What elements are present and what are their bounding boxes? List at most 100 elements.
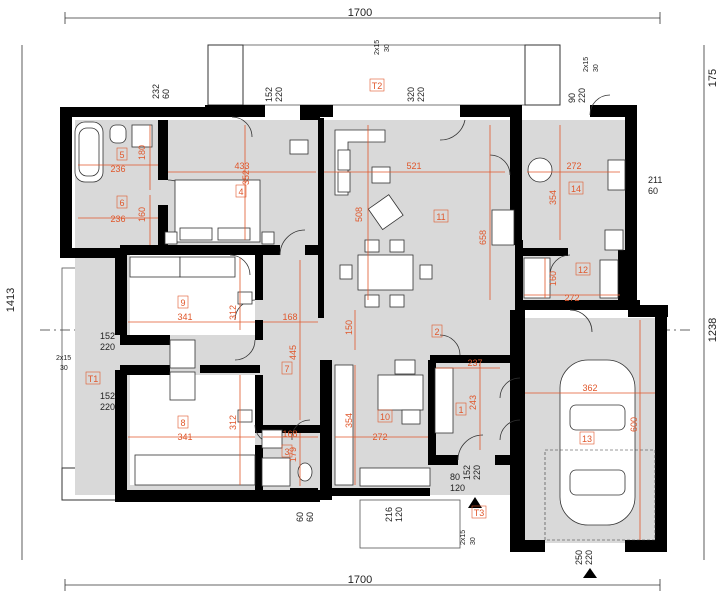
room-11-width: 521 — [406, 161, 421, 171]
room-2-dim: 150 — [344, 320, 354, 335]
room-12-height: 160 — [548, 271, 558, 286]
entry-door-h: 220 — [472, 465, 482, 480]
room-12-width: 272 — [564, 293, 579, 303]
room-7-label: 7 — [284, 364, 289, 374]
terrace-t3-label: T3 — [474, 508, 485, 518]
terrace-t3 — [359, 499, 461, 549]
room-7-width: 168 — [282, 312, 297, 322]
terrace-t1-label: T1 — [88, 374, 99, 384]
window-right-side-h: 60 — [648, 186, 658, 196]
room-10-width: 272 — [372, 432, 387, 442]
room-numbers: 4 11 14 5 6 9 8 7 3 10 2 1 12 13 T1 T2 T… — [85, 78, 595, 519]
shower-icon — [261, 457, 291, 487]
toilet-small-icon — [297, 462, 313, 482]
terrace-left-h: 30 — [60, 365, 68, 372]
room-1-height: 243 — [468, 395, 478, 410]
terrace-bottom-w: 2x15 — [460, 530, 467, 545]
garage-door-h: 220 — [584, 550, 594, 565]
window-top-right-h: 220 — [577, 88, 587, 103]
room-11-height-2: 658 — [478, 230, 488, 245]
room-3-height: 179 — [288, 447, 298, 462]
fireplace-icon — [491, 209, 515, 246]
terrace-t2-left-pillar — [207, 44, 244, 106]
room-6-label: 6 — [119, 198, 124, 208]
room-11-height: 508 — [354, 207, 364, 222]
room-5-width: 236 — [110, 164, 125, 174]
room-9-label: 9 — [180, 298, 185, 308]
room-8-height: 312 — [228, 415, 238, 430]
toilet-icon — [109, 124, 127, 144]
room-3-width: 168 — [282, 429, 297, 439]
room-4-label: 4 — [238, 187, 243, 197]
closet-icon — [434, 367, 454, 434]
sink-icon — [261, 429, 283, 449]
dining-table-icon — [357, 254, 414, 291]
window-left-top-w: 152 — [100, 331, 115, 341]
washing-machine-icon — [527, 157, 553, 183]
entry-arrow-icon — [468, 497, 482, 508]
boiler-icon — [607, 159, 626, 191]
window-top-left-w: 232 — [151, 84, 161, 99]
room-13-height: 600 — [629, 417, 639, 432]
right-height-upper-label: 175 — [707, 69, 719, 87]
terrace-t2 — [207, 44, 561, 106]
top-overall-dimension: 1700 — [64, 7, 661, 24]
window-left-top-h: 220 — [100, 342, 115, 352]
room-8-width: 341 — [177, 432, 192, 442]
room-13-width: 362 — [582, 383, 597, 393]
room-1-label: 1 — [458, 405, 463, 415]
right-height-lower-label: 1238 — [707, 318, 719, 342]
window-right-side-w: 211 — [648, 175, 662, 185]
terrace-right-w: 2x15 — [583, 57, 590, 72]
room-dimension-lines — [78, 125, 655, 540]
room-5-height: 180 — [137, 145, 147, 160]
room-8-label: 8 — [180, 418, 185, 428]
left-overall-dimension: 1413 — [5, 45, 23, 560]
left-height-label: 1413 — [5, 288, 17, 312]
car-icon — [559, 359, 636, 526]
window-left-bot-h: 220 — [100, 402, 115, 412]
room-12-label: 12 — [578, 265, 588, 275]
terrace-top-w: 2x15 — [374, 40, 381, 55]
room-14-label: 14 — [571, 184, 581, 194]
room-dimensions: 433 352 521 508 658 272 354 236 180 236 … — [110, 145, 639, 462]
room-9-width: 341 — [177, 312, 192, 322]
window-annotations: 232 60 152 220 2x15 30 320 220 2x15 30 9… — [56, 40, 662, 565]
entry-door-w: 152 — [462, 465, 472, 480]
terrace-right-h: 30 — [593, 64, 600, 72]
terrace-t2-right-pillar — [524, 44, 561, 106]
window-top-mid1-w: 152 — [264, 87, 274, 102]
room-9-height: 312 — [228, 305, 238, 320]
room-13-label: 13 — [582, 434, 592, 444]
garage-entry-arrow-icon — [583, 568, 597, 578]
washbasin-icon — [131, 124, 153, 148]
room-6-width: 236 — [110, 214, 125, 224]
room-3-label: 3 — [284, 447, 289, 457]
room-11-label: 11 — [436, 212, 445, 222]
cabinet-icon — [523, 257, 551, 299]
room-4-width: 433 — [234, 161, 249, 171]
kitchen-counter-icon — [334, 364, 354, 486]
terrace-t2-label: T2 — [372, 81, 383, 91]
window-bottom-2-w: 216 — [384, 507, 394, 522]
garage-door-w: 250 — [574, 550, 584, 565]
room-10-height: 354 — [344, 413, 354, 428]
bottom-width-label: 1700 — [348, 574, 372, 586]
room-1-width: 237 — [467, 358, 482, 368]
room-10-label: 10 — [380, 412, 390, 422]
terrace-top-h: 30 — [384, 44, 391, 52]
desk-icon — [169, 339, 196, 369]
entry-window-h: 120 — [450, 483, 465, 493]
room-14-width: 272 — [566, 161, 581, 171]
wardrobe-icon — [129, 256, 181, 278]
furniture — [74, 121, 656, 541]
armchair-icon — [367, 194, 404, 231]
bed-icon — [134, 454, 256, 486]
window-left-bot-w: 152 — [100, 391, 115, 401]
room-5-label: 5 — [119, 150, 124, 160]
room-7-height: 445 — [288, 345, 298, 360]
window-bottom-1-w: 60 — [295, 512, 305, 522]
right-overall-dimension: 175 1238 — [703, 45, 719, 560]
top-width-label: 1700 — [348, 7, 372, 19]
